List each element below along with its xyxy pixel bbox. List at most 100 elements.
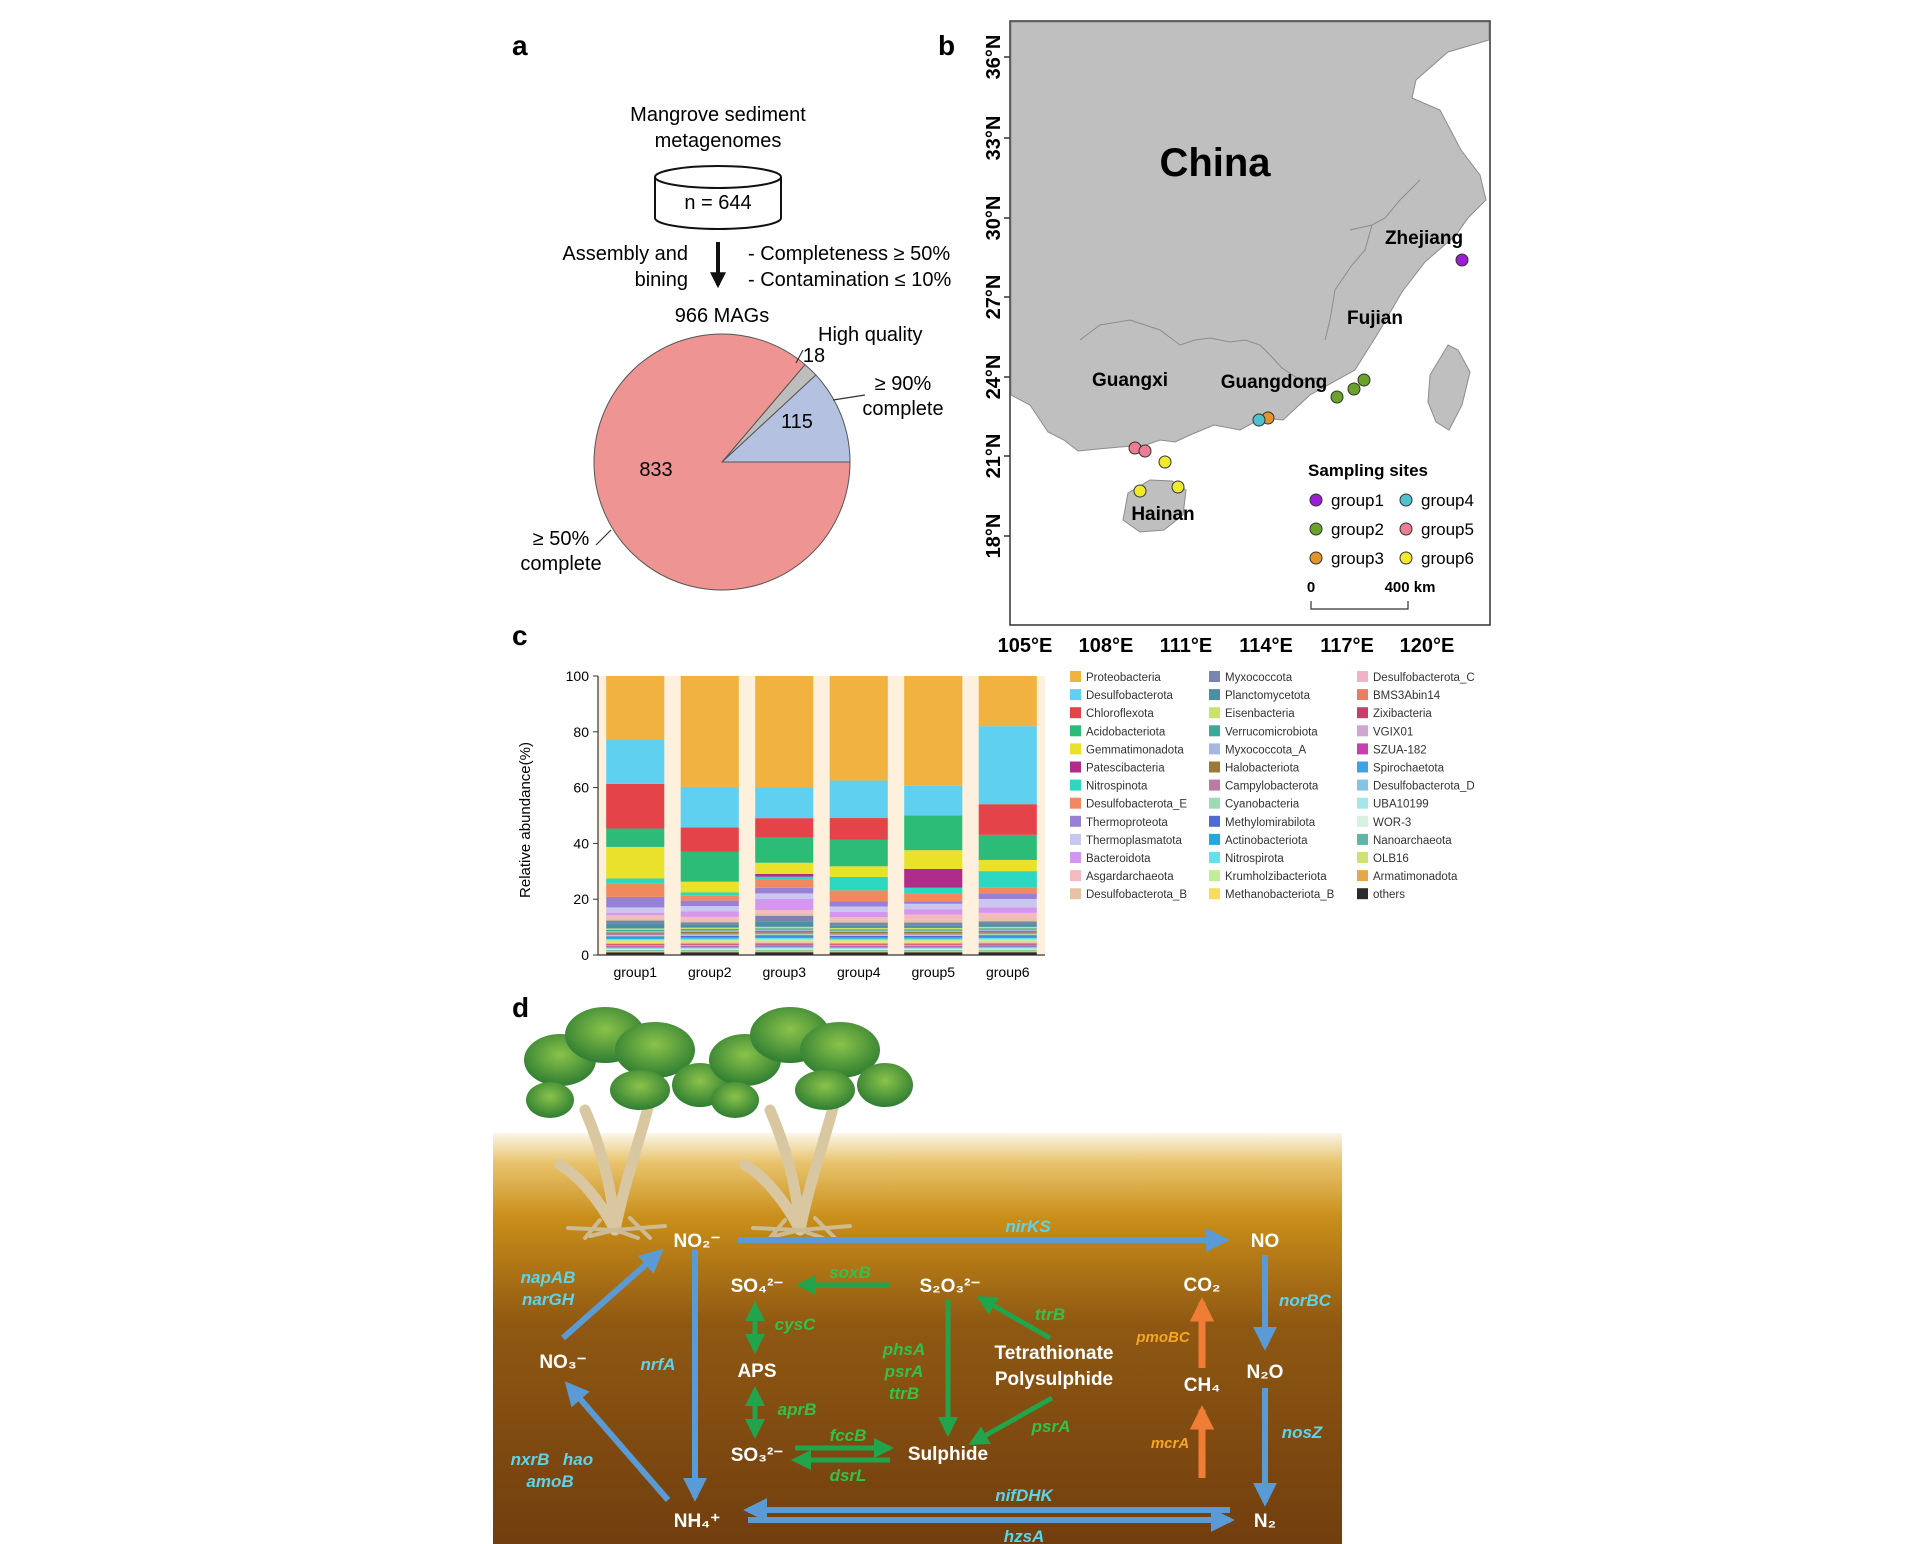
bar-segment-group1-Zixibacteria <box>606 944 665 946</box>
bar-segment-group6-Desulfobacterota_E <box>978 887 1037 894</box>
contamination-criterion: - Contamination ≤ 10% <box>748 269 952 291</box>
bar-segment-group5-Myxococcota <box>904 922 963 926</box>
legend-swatch-Myxococcota_A <box>1209 743 1220 755</box>
scale-bar <box>1310 601 1409 610</box>
bar-segment-group1-Methylomirabilota <box>606 936 665 938</box>
bar-segment-group2-Planctomycetota <box>680 924 739 928</box>
gene-ttrb-mid: ttrB <box>889 1384 919 1403</box>
legend-swatch-Thermoplasmatota <box>1070 833 1081 845</box>
legend-label-Desulfobacterota: Desulfobacterota <box>1086 690 1174 702</box>
bar-segment-group4-Campylobacterota <box>829 933 888 935</box>
lat-tick-27: 27°N <box>983 275 1005 320</box>
bar-segment-group1-others <box>606 952 665 955</box>
x-tick-label-group2: group2 <box>688 964 732 980</box>
bar-segment-group4-Krumholzibacteriota <box>829 939 888 942</box>
y-axis-label: Relative abundance(%) <box>517 742 534 898</box>
legend-label-Desulfobacterota_B: Desulfobacterota_B <box>1086 889 1187 901</box>
bar-segment-group1-Desulfobacterota_E <box>606 883 665 897</box>
legend-swatch-Gemmatimonadota <box>1070 743 1081 755</box>
legend-swatch-Myxococcota <box>1209 671 1220 682</box>
legend-label-Campylobacterota: Campylobacterota <box>1225 781 1319 793</box>
bar-segment-group2-Desulfobacterota_B <box>680 919 739 923</box>
bar-segment-group5-Spirochaetota <box>904 946 963 948</box>
bar-segment-group2-WOR-3 <box>680 949 739 950</box>
bar-segment-group3-Zixibacteria <box>755 943 814 945</box>
legend-swatch-Eisenbacteria <box>1209 707 1220 719</box>
bar-segment-group1-UBA10199 <box>606 948 665 950</box>
lat-tick-24: 24°N <box>983 355 1005 400</box>
legend-label-Desulfobacterota_E: Desulfobacterota_E <box>1086 799 1187 811</box>
compound-n2o: N₂O <box>1247 1362 1284 1383</box>
legend-swatch-Bacteroidota <box>1070 852 1081 863</box>
bar-segment-group1-Gemmatimonadota <box>606 846 665 879</box>
legend-swatch-Cyanobacteria <box>1209 797 1220 809</box>
legend-swatch-Nanoarchaeota <box>1357 833 1368 845</box>
y-tick-label-80: 80 <box>573 724 589 740</box>
bar-segment-group4-Nanoarchaeota <box>829 949 888 951</box>
bar-segment-group1-Verrucomicrobiota <box>606 929 665 932</box>
fifty-percent-label-2: complete <box>520 553 601 575</box>
site-marker-group2 <box>1357 373 1371 387</box>
bar-segment-group3-Methylomirabilota <box>755 935 814 937</box>
legend-marker-group6 <box>1399 551 1413 565</box>
bar-segment-group6-Desulfobacterota_D <box>978 947 1037 949</box>
bar-segment-group3-Halobacteriota <box>755 931 814 933</box>
bar-segment-group4-Acidobacteriota <box>829 839 888 867</box>
completeness-criterion: - Completeness ≥ 50% <box>748 243 950 265</box>
bar-segment-group4-Thermoproteota <box>829 901 888 907</box>
bar-segment-group5-Patescibacteria <box>904 868 963 888</box>
bar-segment-group5-Nanoarchaeota <box>904 949 963 951</box>
legend-swatch-Krumholzibacteriota <box>1209 870 1220 882</box>
bar-segment-group4-Methylomirabilota <box>829 935 888 938</box>
legend-label-Chloroflexota: Chloroflexota <box>1086 708 1154 720</box>
bar-segment-group5-Thermoplasmatota <box>904 903 963 910</box>
legend-label-Desulfobacterota_D: Desulfobacterota_D <box>1373 781 1475 793</box>
bar-segment-group6-Nanoarchaeota <box>978 949 1037 951</box>
bar-segment-group1-Proteobacteria <box>606 676 665 740</box>
ninety-percent-label-1: ≥ 90% <box>875 373 932 395</box>
legend-swatch-UBA10199 <box>1357 797 1368 809</box>
site-marker-group6 <box>1171 480 1185 494</box>
mangrove-tree-left <box>524 1007 728 1240</box>
legend-swatch-VGIX01 <box>1357 725 1368 737</box>
province-border-3 <box>1349 179 1421 231</box>
bar-segment-group6-Myxococcota_A <box>978 929 1037 932</box>
bar-segment-group4-Actinobacteriota <box>829 937 888 939</box>
bar-segment-group3-Bacteroidota <box>755 898 814 911</box>
bar-segment-group6-Zixibacteria <box>978 943 1037 945</box>
site-marker-group4 <box>1252 413 1266 427</box>
province-border-1 <box>1194 337 1321 381</box>
legend-label-Bacteroidota: Bacteroidota <box>1086 853 1151 865</box>
bar-segment-group5-VGIX01 <box>904 945 963 946</box>
bar-segment-group4-VGIX01 <box>829 945 888 946</box>
bar-segment-group2-Methylomirabilota <box>680 935 739 938</box>
bar-segment-group3-Gemmatimonadota <box>755 862 814 874</box>
bar-segment-group2-Myxococcota <box>680 922 739 925</box>
bar-segment-group3-Nitrospirota <box>755 937 814 940</box>
bar-segment-group5-Asgardarchaeota <box>904 914 963 920</box>
y-tick-label-20: 20 <box>573 891 589 907</box>
bar-segment-group6-Eisenbacteria <box>978 926 1037 929</box>
mag-quality-pie <box>593 333 851 591</box>
legend-marker-group2 <box>1309 522 1323 536</box>
legend-swatch-Desulfobacterota_D <box>1357 779 1368 791</box>
bar-segment-group5-BMS3Abin14 <box>904 943 963 945</box>
bar-segment-group5-Nitrospinota <box>904 887 963 894</box>
legend-swatch-Planctomycetota <box>1209 689 1220 701</box>
bar-segment-group2-SZUA-182 <box>680 945 739 947</box>
bar-segment-group2-Cyanobacteria <box>680 934 739 936</box>
compound-no3: NO₃⁻ <box>539 1352 586 1373</box>
legend-label-OLB16: OLB16 <box>1373 853 1409 865</box>
legend-label-Cyanobacteria: Cyanobacteria <box>1225 799 1300 811</box>
gene-mcra: mcrA <box>1151 1435 1189 1452</box>
bar-segment-group6-Krumholzibacteriota <box>978 939 1037 941</box>
legend-label-UBA10199: UBA10199 <box>1373 799 1429 811</box>
bar-segment-group5-Krumholzibacteriota <box>904 939 963 942</box>
mags-total: 966 MAGs <box>675 305 769 327</box>
bar-segment-group3-Nanoarchaeota <box>755 949 814 951</box>
bar-segment-group4-Nitrospirota <box>829 938 888 940</box>
bar-segment-group2-Krumholzibacteriota <box>680 939 739 942</box>
bar-segment-group2-Thermoplasmatota <box>680 906 739 912</box>
legend-swatch-Armatimonadota <box>1357 870 1368 882</box>
pie-slice-115 <box>720 374 851 463</box>
